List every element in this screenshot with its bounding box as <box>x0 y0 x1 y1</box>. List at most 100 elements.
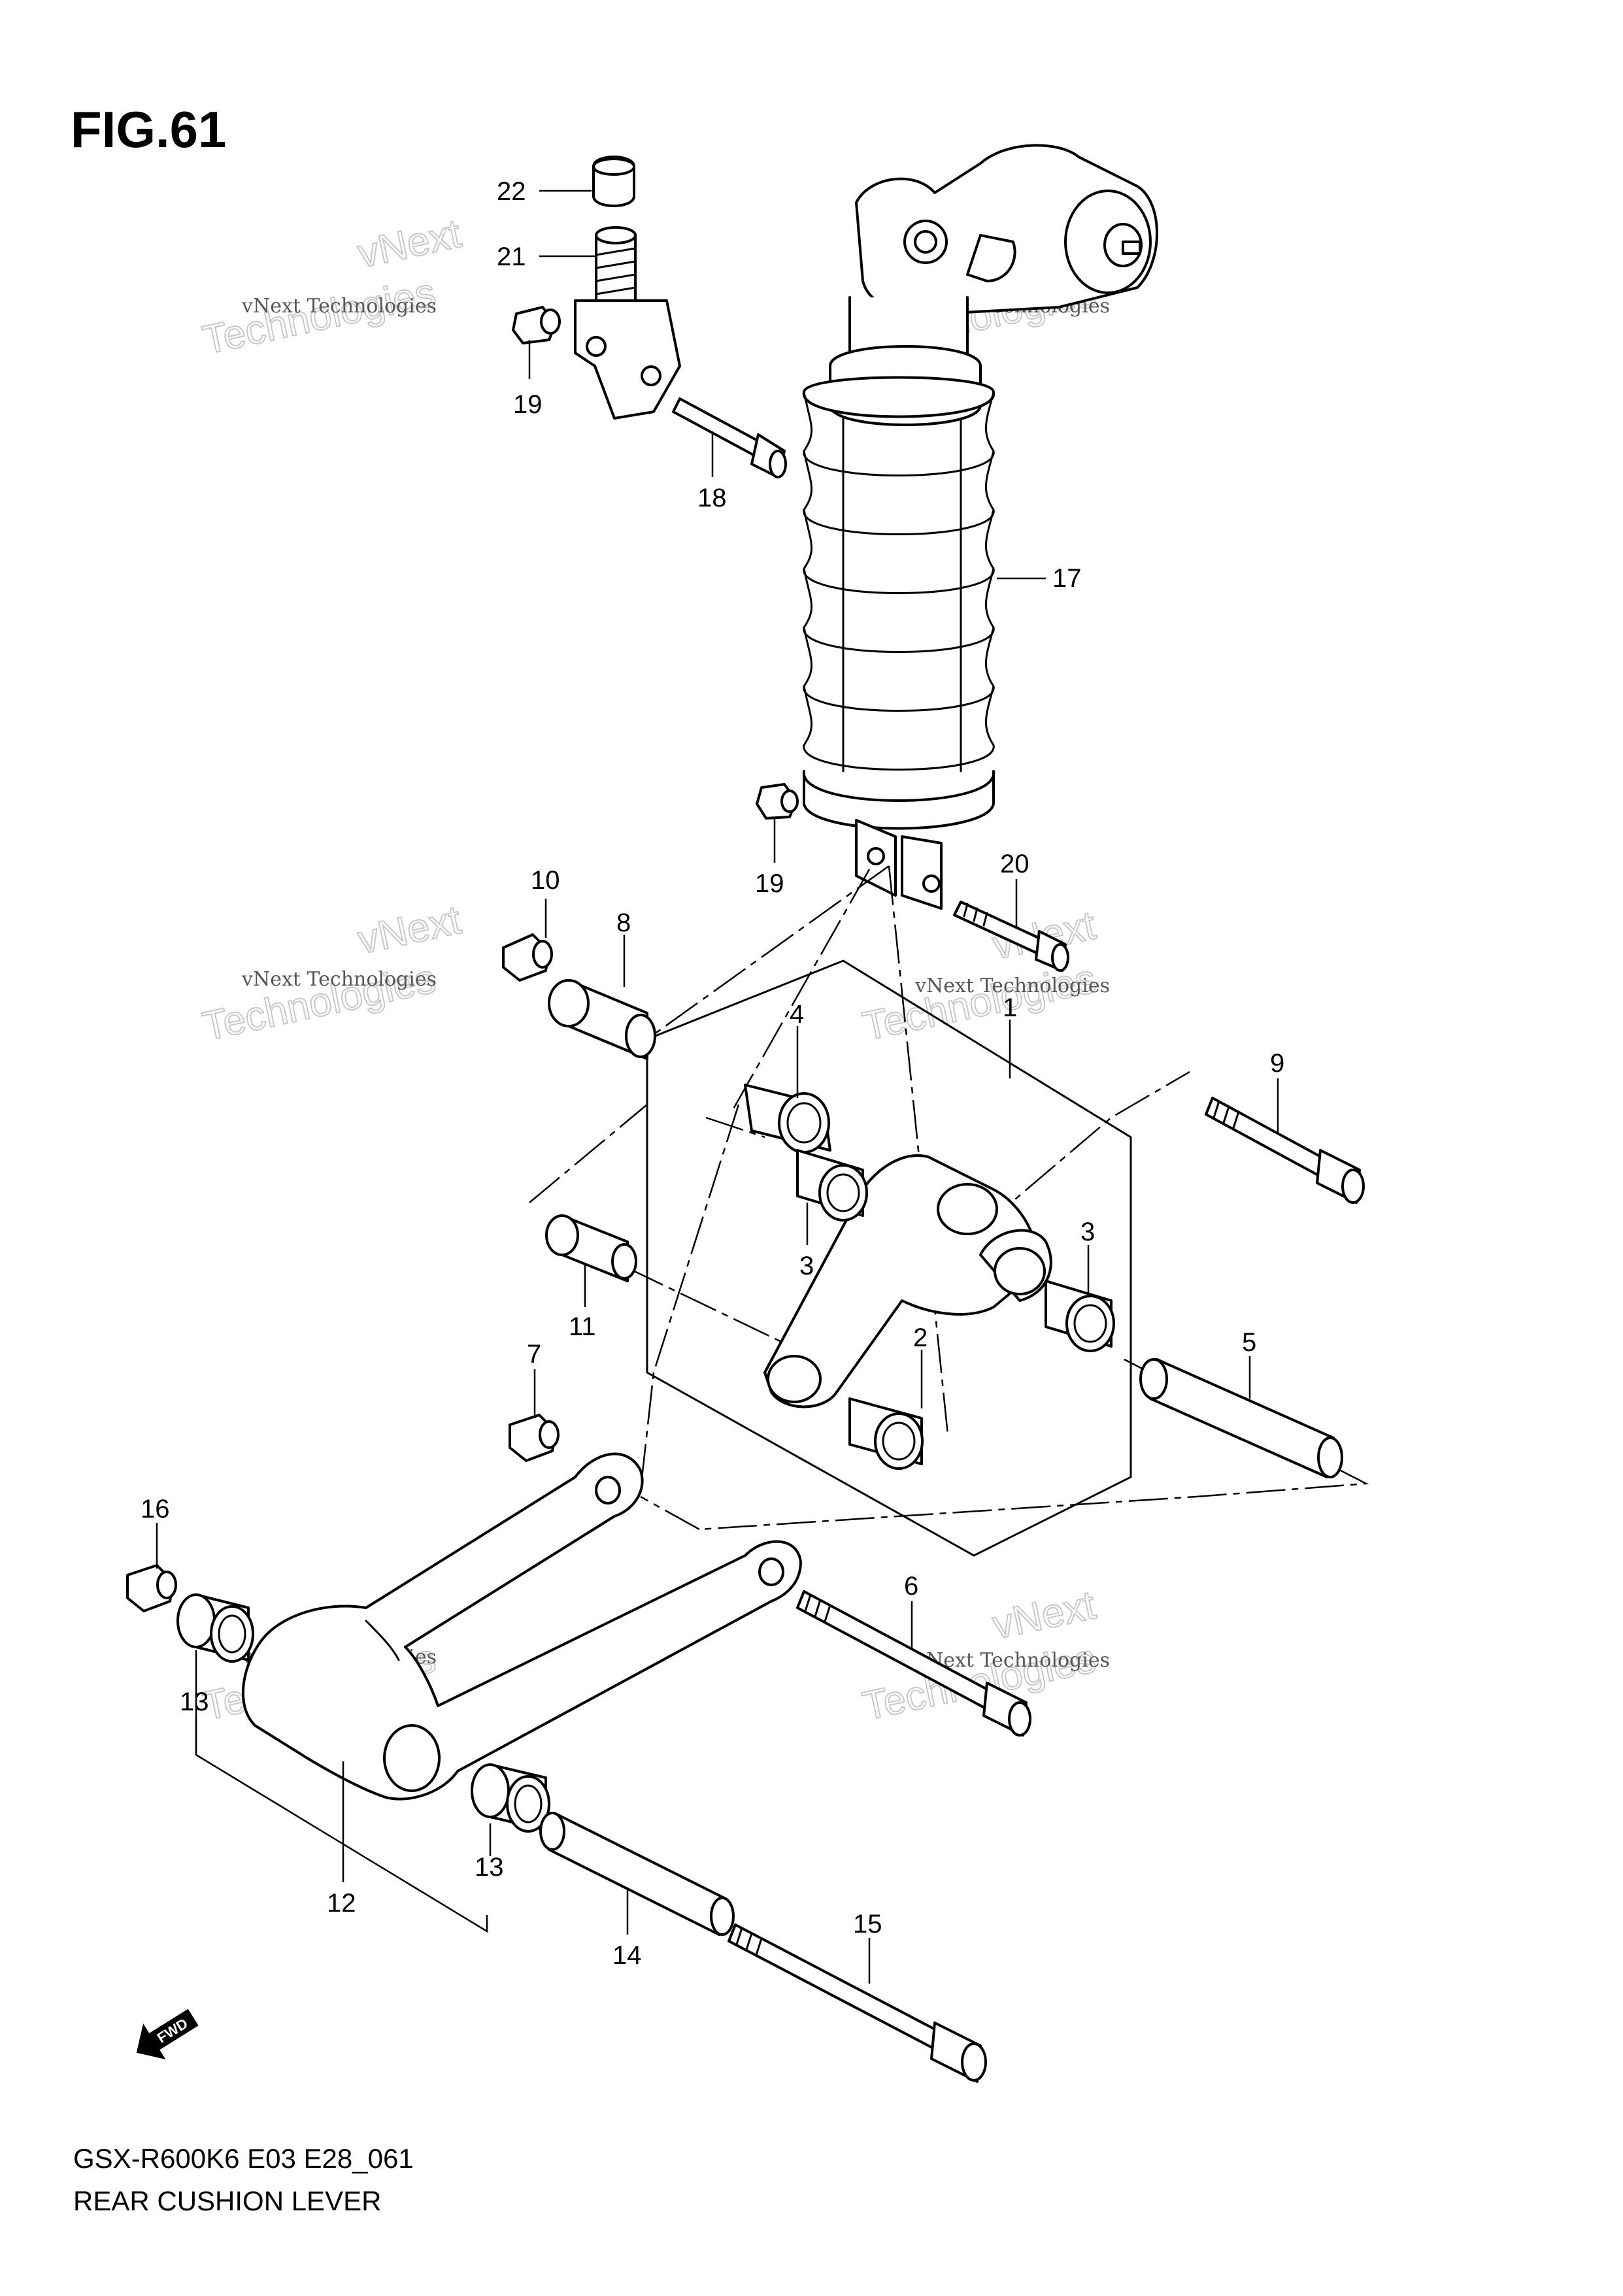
cushion-rod-12[interactable] <box>241 1452 802 1801</box>
bolt-head-face <box>1341 1169 1365 1204</box>
shock-cylinder <box>842 417 962 773</box>
nut-10[interactable] <box>502 933 553 982</box>
sleeve-body <box>1149 1358 1335 1478</box>
cushion-lever-1[interactable] <box>763 1154 1052 1408</box>
nut-19-upper[interactable] <box>512 306 561 344</box>
stud-thread <box>595 247 637 295</box>
nut-face <box>532 940 553 969</box>
lever-eye-lower <box>767 1355 822 1403</box>
callout-6: 6 <box>904 1572 918 1601</box>
fwd-arrow-icon: FWD <box>136 2008 199 2060</box>
sleeve-5[interactable] <box>1139 1358 1343 1478</box>
callout-13-left: 13 <box>180 1688 209 1716</box>
bracket-stud-top <box>595 226 637 244</box>
watermark-text: vNext Technologies <box>914 974 1110 997</box>
bearing-face <box>1065 1295 1115 1352</box>
bolt-18[interactable] <box>672 397 787 478</box>
callout-1: 1 <box>1003 993 1017 1022</box>
bearing-bore <box>514 1784 543 1823</box>
lower-clevis-hole <box>867 847 885 865</box>
bearing-13-left[interactable] <box>176 1593 254 1663</box>
bracket-hole <box>586 336 607 357</box>
watermark-vnext: vNext <box>354 211 465 276</box>
bearing-2[interactable] <box>848 1397 924 1470</box>
bolt-6[interactable] <box>796 1590 1031 1737</box>
sleeve-face <box>710 1897 735 1936</box>
rod-rib <box>365 1620 400 1661</box>
bolt-thread <box>804 1593 831 1623</box>
bearing-face <box>210 1605 254 1663</box>
lever-eye-upper <box>937 1183 998 1235</box>
bearing-13-right[interactable] <box>471 1763 550 1833</box>
bolt-20[interactable] <box>953 901 1069 972</box>
spacer-11[interactable] <box>545 1214 637 1282</box>
bearing-bore <box>882 1422 916 1461</box>
bolt-15[interactable] <box>728 1923 987 2083</box>
spacer-face <box>611 1243 637 1280</box>
callouts: 22 21 19 18 17 19 20 10 8 4 1 9 3 3 11 2… <box>141 177 1284 1970</box>
callout-13-right: 13 <box>475 1853 504 1882</box>
callout-15: 15 <box>853 1910 882 1938</box>
spacer-face <box>625 1014 656 1058</box>
callout-5: 5 <box>1242 1328 1256 1357</box>
callout-20: 20 <box>1000 850 1029 878</box>
callout-11: 11 <box>569 1312 596 1341</box>
nut-7[interactable] <box>509 1414 560 1462</box>
callout-4: 4 <box>790 1000 804 1029</box>
exploded-box <box>529 865 1369 1557</box>
bearing-3-right[interactable] <box>1045 1280 1115 1352</box>
bearing-face <box>874 1412 924 1470</box>
bearing-end <box>176 1593 216 1648</box>
watermark-left-top: vNext Technologies <box>198 210 465 364</box>
nut-face <box>539 1420 560 1449</box>
sleeve-end <box>1139 1358 1168 1400</box>
assembly-line <box>627 1267 792 1348</box>
rod-upper-hole <box>595 1476 621 1505</box>
lever-eye-front-bore <box>994 1247 1046 1295</box>
sleeve-end <box>539 1812 565 1851</box>
assembly-line <box>640 1495 700 1531</box>
flange-nut-top <box>592 158 635 176</box>
leader-13 <box>195 1650 488 1933</box>
callout-21: 21 <box>497 242 526 271</box>
callout-19-upper: 19 <box>513 390 543 419</box>
callout-8: 8 <box>616 908 631 937</box>
bolt-9[interactable] <box>1205 1097 1365 1204</box>
rear-shock-absorber[interactable] <box>802 144 1158 910</box>
callout-12: 12 <box>327 1889 356 1918</box>
bracket-stud <box>595 234 637 308</box>
bolt-head-face <box>961 2042 987 2082</box>
upper-bracket-assembly[interactable] <box>574 156 681 420</box>
bearing-bore <box>218 1614 246 1654</box>
diagram-code: GSX-R600K6 E03 E28_061 <box>73 2143 414 2174</box>
callout-17: 17 <box>1052 564 1082 593</box>
nut-16[interactable] <box>126 1564 177 1612</box>
assembly-line <box>705 1116 765 1139</box>
assembly-line <box>646 865 890 1040</box>
callout-2: 2 <box>913 1323 928 1352</box>
watermark-text: vNext Technologies <box>241 295 437 318</box>
assembly-line <box>639 1104 740 1491</box>
callout-3-left: 3 <box>799 1252 814 1280</box>
callout-7: 7 <box>527 1340 541 1369</box>
watermark-vnext: vNext <box>354 897 465 963</box>
bearing-3-left[interactable] <box>796 1149 868 1222</box>
upper-eye-bore <box>914 230 937 254</box>
bearing-4[interactable] <box>744 1084 831 1154</box>
coil-spring <box>802 376 996 771</box>
bolt-thread <box>1213 1100 1240 1129</box>
callout-18: 18 <box>697 484 727 512</box>
callout-14: 14 <box>612 1941 642 1970</box>
nut-19-lower[interactable] <box>756 783 799 820</box>
callout-3-right: 3 <box>1080 1218 1095 1246</box>
bolt-head-face <box>1051 943 1069 972</box>
nut-face <box>156 1571 177 1599</box>
bolt-head-face <box>769 450 787 478</box>
spacer-8[interactable] <box>548 979 656 1060</box>
bearing-face <box>506 1775 550 1833</box>
sleeve-14[interactable] <box>539 1812 735 1936</box>
box-outline <box>646 959 1132 1557</box>
assembly-line <box>529 1104 648 1203</box>
sleeve-body <box>548 1812 727 1936</box>
bolt-thread <box>735 1927 763 1956</box>
